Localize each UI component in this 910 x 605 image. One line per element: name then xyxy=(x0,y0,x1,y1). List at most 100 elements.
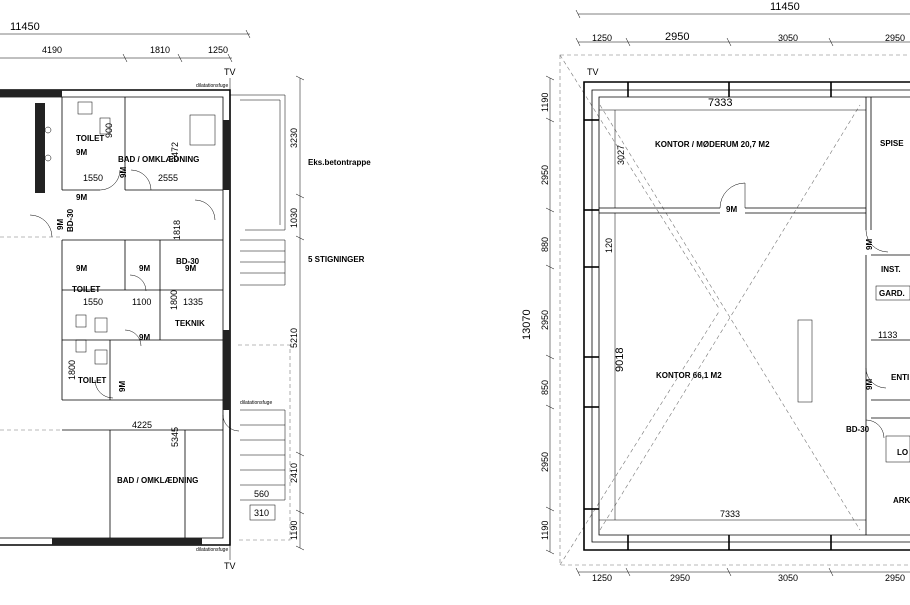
room-bad-1: BAD / OMKLÆDNING xyxy=(118,155,199,164)
inner-dim-d: 2555 xyxy=(158,173,178,183)
stair-dim-n: 310 xyxy=(254,508,269,518)
door-tag-bd-30: BD-30 xyxy=(176,257,200,266)
left-dim-top-3: 1250 xyxy=(208,45,228,55)
right-dim-left-1: 1190 xyxy=(540,93,550,112)
left-right-dimensions: 3230 1030 5210 2410 1190 xyxy=(289,75,305,551)
left-stairs: 560 310 xyxy=(230,94,291,541)
right-dim-left-6: 2950 xyxy=(540,452,550,472)
tv-marker-right: TV xyxy=(587,67,599,77)
right-bottom-dimensions: 1250 2950 3050 2950 xyxy=(575,567,910,583)
door-tag-3: 9M xyxy=(76,264,87,273)
right-door-swings xyxy=(719,182,889,439)
door-tag-7: 9M xyxy=(119,167,128,178)
door-tag-9: 9M xyxy=(56,219,65,230)
room-bad-2: BAD / OMKLÆDNING xyxy=(117,476,198,485)
left-dim-right-1: 3230 xyxy=(289,128,299,148)
right-dim-top-1: 1250 xyxy=(592,33,612,43)
room-height-2: 120 xyxy=(604,238,614,253)
note-dilatation-top: dilatationsfuge xyxy=(196,83,228,89)
stair-dim-m: 560 xyxy=(254,489,269,499)
inner-dim-c: 1550 xyxy=(83,173,103,183)
note-concrete-stair: Eks.betontrappe xyxy=(308,158,371,167)
right-outer-walls xyxy=(583,81,910,551)
right-dim-top-2: 2950 xyxy=(665,31,689,43)
door-tag-right-3: 9M xyxy=(865,379,874,390)
door-tag-5: 9M xyxy=(185,264,196,273)
width-bottom: 7333 xyxy=(720,509,740,519)
note-dilatation-mid: dilatationsfuge xyxy=(240,400,272,406)
inner-dim-h: 1800 xyxy=(169,290,179,310)
right-dim-left-3: 880 xyxy=(540,237,550,252)
door-tag-4: 9M xyxy=(139,264,150,273)
left-dim-top-2: 1810 xyxy=(150,45,170,55)
inner-dim-k: 4225 xyxy=(132,420,152,430)
tv-marker-bottom: TV xyxy=(224,561,236,571)
room-kontor-moederum: KONTOR / MØDERUM 20,7 M2 xyxy=(655,140,770,149)
right-dim-total: 11450 xyxy=(770,1,800,13)
room-teknik: TEKNIK xyxy=(175,319,205,328)
room-entre: ENTI xyxy=(891,373,909,382)
right-left-dimensions: 1190 2950 880 2950 850 2950 1190 13070 xyxy=(521,75,555,555)
left-dim-total: 11450 xyxy=(10,21,40,33)
room-toilet-2: TOILET xyxy=(72,285,100,294)
door-tag-8: 9M xyxy=(118,381,127,392)
door-tag-1: 9M xyxy=(76,148,87,157)
room-kontor: KONTOR 66,1 M2 xyxy=(656,371,722,380)
left-fixtures xyxy=(44,101,216,365)
inner-dim-g: 1100 xyxy=(132,297,151,307)
right-dim-bottom-1: 1250 xyxy=(592,573,612,583)
left-top-dimensions: 11450 4190 1810 1250 xyxy=(0,21,251,63)
room-toilet-3: TOILET xyxy=(78,376,106,385)
right-dim-bottom-3: 3050 xyxy=(778,573,798,583)
right-top-dimensions: 11450 1250 2950 3050 2950 xyxy=(575,1,910,47)
right-dim-left-total: 13070 xyxy=(521,309,533,340)
right-small-dim: 1133 xyxy=(878,330,897,340)
right-dim-left-5: 850 xyxy=(540,380,550,395)
right-roof-outline xyxy=(559,54,910,566)
door-tag-right-1: 9M xyxy=(726,205,737,214)
left-dim-right-3: 5210 xyxy=(289,328,299,348)
door-tag-right-2: 9M xyxy=(865,239,874,250)
door-tag-6: 9M xyxy=(139,333,150,342)
right-dim-left-7: 1190 xyxy=(540,521,550,540)
room-height-1: 3027 xyxy=(616,145,626,165)
left-dim-top-1: 4190 xyxy=(42,45,62,55)
left-dim-right-4: 2410 xyxy=(289,463,299,483)
inner-dim-e: 1818 xyxy=(172,220,182,240)
right-dim-left-4: 2950 xyxy=(540,310,550,330)
tv-marker-top: TV xyxy=(224,67,236,77)
door-tag-right-bd-30: BD-30 xyxy=(846,425,870,434)
inner-dim-a: 900 xyxy=(104,123,114,138)
left-outer-walls xyxy=(0,89,231,546)
room-ark: ARK xyxy=(893,496,910,505)
right-interior-walls xyxy=(599,97,910,535)
left-floor-plan: 11450 4190 1810 1250 xyxy=(0,21,371,571)
door-tag-2: 9M xyxy=(76,193,87,202)
room-spise: SPISE xyxy=(880,139,904,148)
left-dim-right-2: 1030 xyxy=(289,208,299,228)
right-dim-bottom-2: 2950 xyxy=(670,573,690,583)
left-dim-right-5: 1190 xyxy=(289,521,299,540)
inner-dim-i: 1335 xyxy=(183,297,203,307)
inner-dim-b: 2472 xyxy=(170,142,180,162)
right-dim-bottom-4: 2950 xyxy=(885,573,905,583)
room-inst: INST. xyxy=(881,265,901,274)
room-lo: LO xyxy=(897,448,908,457)
left-door-swings xyxy=(29,169,240,432)
door-tag-bd-30-left: BD-30 xyxy=(66,208,75,232)
inner-dim-l: 5345 xyxy=(170,427,180,447)
left-interior-walls xyxy=(0,97,223,538)
room-gard: GARD. xyxy=(879,289,905,298)
inner-dim-j: 1800 xyxy=(67,360,77,380)
right-floor-plan: 11450 1250 2950 3050 2950 1250 2950 3050… xyxy=(521,1,910,583)
right-dim-left-2: 2950 xyxy=(540,165,550,185)
inner-dim-f: 1550 xyxy=(83,297,103,307)
note-dilatation-bottom: dilatationsfuge xyxy=(196,547,228,553)
right-dim-top-4: 2950 xyxy=(885,33,905,43)
width-top: 7333 xyxy=(708,97,732,109)
note-steps: 5 STIGNINGER xyxy=(308,255,365,264)
room-height-3: 9018 xyxy=(614,348,626,372)
right-dim-top-3: 3050 xyxy=(778,33,798,43)
room-toilet-1: TOILET xyxy=(76,134,104,143)
